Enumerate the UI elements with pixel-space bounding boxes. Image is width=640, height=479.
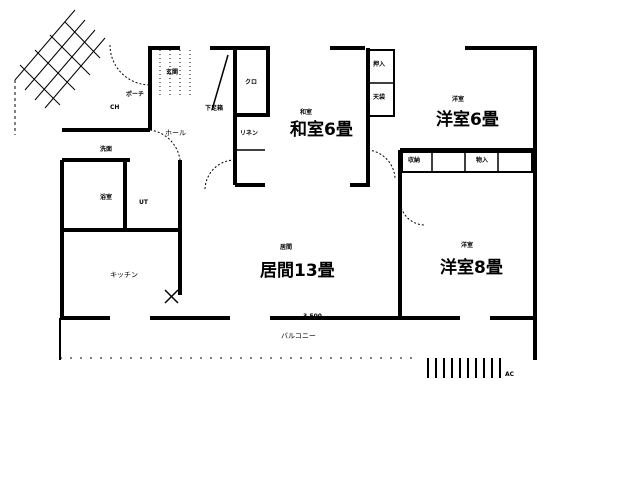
- porch-label: ポーチ: [126, 91, 145, 98]
- washroom-label: 洗面: [100, 146, 113, 153]
- balcony-label: バルコニー: [281, 332, 316, 340]
- washitsu-label: 和室6畳: [290, 120, 353, 140]
- pantry-label: 物入: [476, 157, 489, 164]
- bath-label: 浴室: [100, 194, 113, 201]
- linen-label: リネン: [240, 130, 259, 137]
- shoe-box-label: 下足箱: [205, 105, 224, 112]
- oshiire-label: 押入: [373, 61, 386, 68]
- ima-label: 居間13畳: [260, 261, 335, 281]
- yoshitsu8-label: 洋室8畳: [440, 258, 503, 278]
- storage-label: 収納: [408, 157, 421, 164]
- tenbukuro-label: 天袋: [373, 94, 386, 101]
- yoshitsu6-small-label: 洋室: [452, 96, 465, 103]
- hall-label: ホール: [165, 129, 186, 137]
- ac-label: AC: [505, 371, 515, 378]
- yoshitsu6-label: 洋室6畳: [436, 110, 499, 130]
- porch-hatch: [14, 9, 106, 135]
- washitsu-small-label: 和室: [300, 109, 313, 116]
- kitchen-label: キッチン: [110, 271, 138, 279]
- ima-small-label: 居間: [280, 244, 293, 251]
- ac-unit: [427, 358, 501, 378]
- ch-label: CH: [110, 104, 120, 111]
- dimension-label: 3,500: [303, 313, 322, 320]
- closet-label: クロ: [245, 79, 258, 86]
- ut-label: UT: [139, 199, 148, 206]
- yoshitsu8-small-label: 洋室: [461, 242, 474, 249]
- genkan-label: 玄関: [166, 69, 179, 76]
